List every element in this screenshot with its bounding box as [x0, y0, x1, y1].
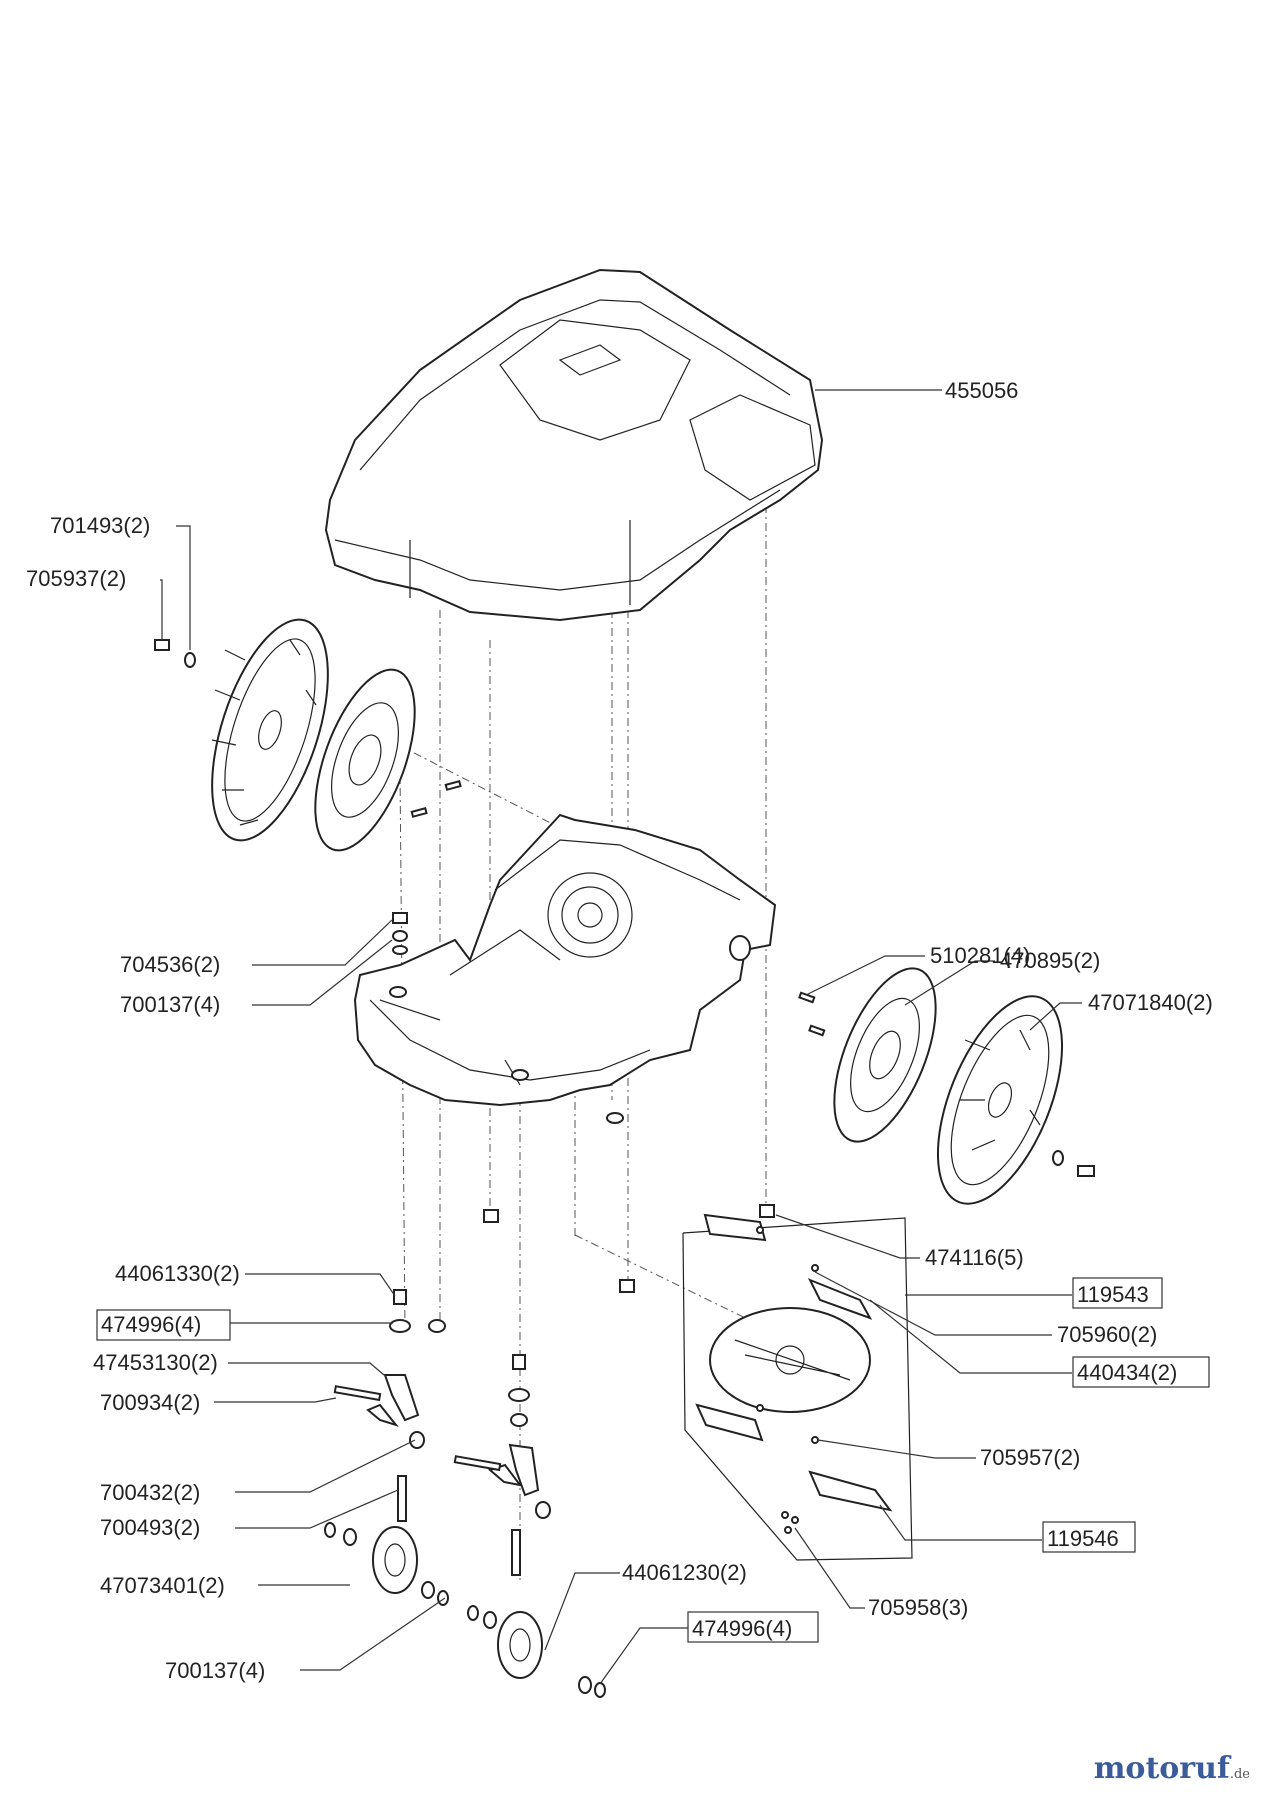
- label-700493: 700493(2): [100, 1515, 200, 1540]
- brand-name: motoruf: [1093, 1751, 1230, 1786]
- brand-logo: motoruf.de: [1094, 1751, 1250, 1786]
- label-705958: 705958(3): [868, 1595, 968, 1620]
- label-boxes: [96, 1277, 1210, 1643]
- label-455056: 455056: [945, 378, 1018, 403]
- label-474996-right: 474996(4): [692, 1616, 792, 1641]
- part-labels: 455056 701493(2) 705937(2) 704536(2) 700…: [26, 378, 1213, 1683]
- label-119546: 119546: [1047, 1526, 1119, 1551]
- label-701493: 701493(2): [50, 513, 150, 538]
- right-hubcap-part: [833, 967, 937, 1143]
- label-704536: 704536(2): [120, 952, 220, 977]
- label-705960: 705960(2): [1057, 1322, 1157, 1347]
- label-700137-bottom: 700137(4): [165, 1658, 265, 1683]
- nut-washer-parts: [392, 912, 775, 1293]
- left-hubcap-part: [314, 668, 416, 852]
- left-caster-parts: [324, 1289, 449, 1606]
- chassis-part: [353, 813, 777, 1124]
- right-wheel-screw-parts: [798, 991, 1095, 1177]
- label-705937: 705937(2): [26, 566, 126, 591]
- label-440434: 440434(2): [1077, 1360, 1177, 1385]
- label-510281: 510281(4): [930, 943, 1030, 968]
- leader-lines: [160, 389, 1082, 1685]
- label-474996-left: 474996(4): [101, 1312, 201, 1337]
- label-470895: 470895(2): [1000, 948, 1100, 973]
- label-474116: 474116(5): [925, 1245, 1024, 1270]
- right-wheel-part: [936, 995, 1064, 1205]
- label-700137-top: 700137(4): [120, 992, 220, 1017]
- blade-assembly-part: [682, 1213, 913, 1561]
- label-44061230: 44061230(2): [622, 1560, 747, 1585]
- left-wheel-screw-parts: [154, 639, 462, 818]
- right-caster-parts: [453, 1354, 606, 1698]
- label-47071840: 47071840(2): [1088, 990, 1213, 1015]
- brand-suffix: .de: [1229, 1767, 1250, 1782]
- left-wheel-part: [211, 618, 329, 842]
- label-700432: 700432(2): [100, 1480, 200, 1505]
- label-44061330: 44061330(2): [115, 1261, 240, 1286]
- top-cover-part: [324, 268, 824, 622]
- label-700934: 700934(2): [100, 1390, 200, 1415]
- label-705957: 705957(2): [980, 1445, 1080, 1470]
- label-47073401: 47073401(2): [100, 1573, 225, 1598]
- label-119543: 119543: [1077, 1282, 1149, 1307]
- label-47453130: 47453130(2): [93, 1350, 218, 1375]
